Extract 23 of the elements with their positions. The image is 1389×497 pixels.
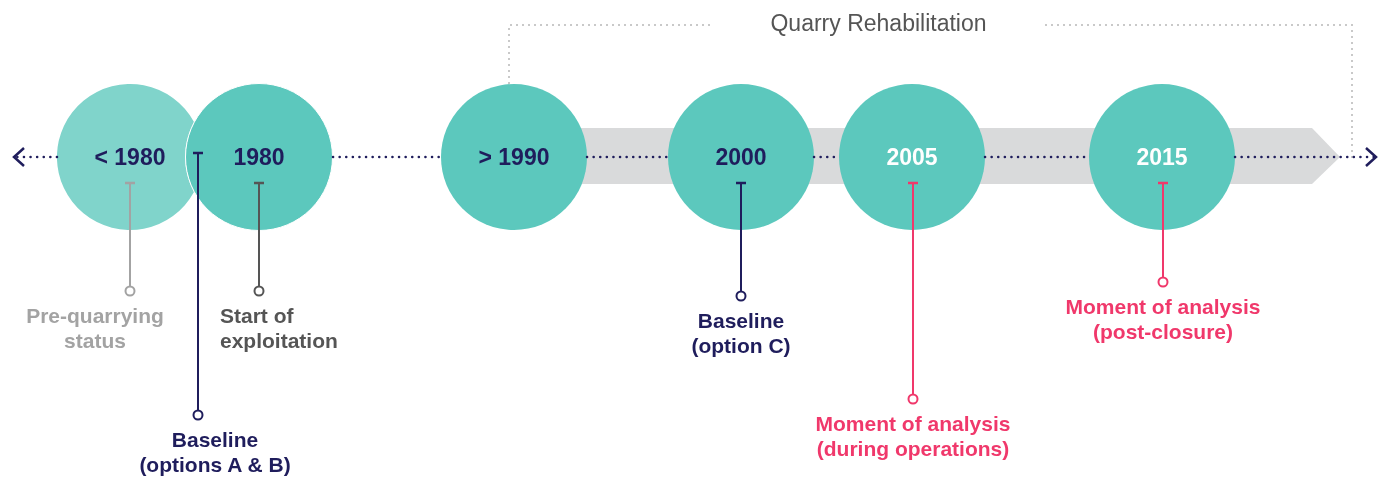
callout-text: Baseline (options A & B) bbox=[130, 427, 300, 477]
year-label: 2005 bbox=[886, 143, 938, 171]
year-label: < 1980 bbox=[94, 143, 166, 171]
timeline-arrow bbox=[1233, 146, 1378, 168]
leader-line bbox=[906, 181, 920, 405]
timeline-line bbox=[331, 155, 443, 159]
bracket-label: Quarry Rehabilitation bbox=[769, 10, 988, 37]
year-label: 1980 bbox=[233, 143, 285, 171]
year-label: 2000 bbox=[715, 143, 767, 171]
timeline-line bbox=[585, 155, 670, 159]
year-label: 2015 bbox=[1136, 143, 1188, 171]
callout-text: Moment of analysis (post-closure) bbox=[1063, 294, 1263, 344]
leader-line bbox=[252, 181, 266, 297]
callout-text: Moment of analysis (during operations) bbox=[808, 411, 1018, 461]
leader-line bbox=[1156, 181, 1170, 288]
leader-line bbox=[734, 181, 748, 302]
timeline-arrow bbox=[12, 146, 59, 168]
year-label: > 1990 bbox=[478, 143, 550, 171]
callout-text: Pre-quarrying status bbox=[5, 303, 185, 353]
callout-text: Start of exploitation bbox=[220, 303, 380, 353]
leader-line bbox=[191, 151, 205, 421]
leader-line bbox=[123, 181, 137, 297]
callout-text: Baseline (option C) bbox=[661, 308, 821, 358]
